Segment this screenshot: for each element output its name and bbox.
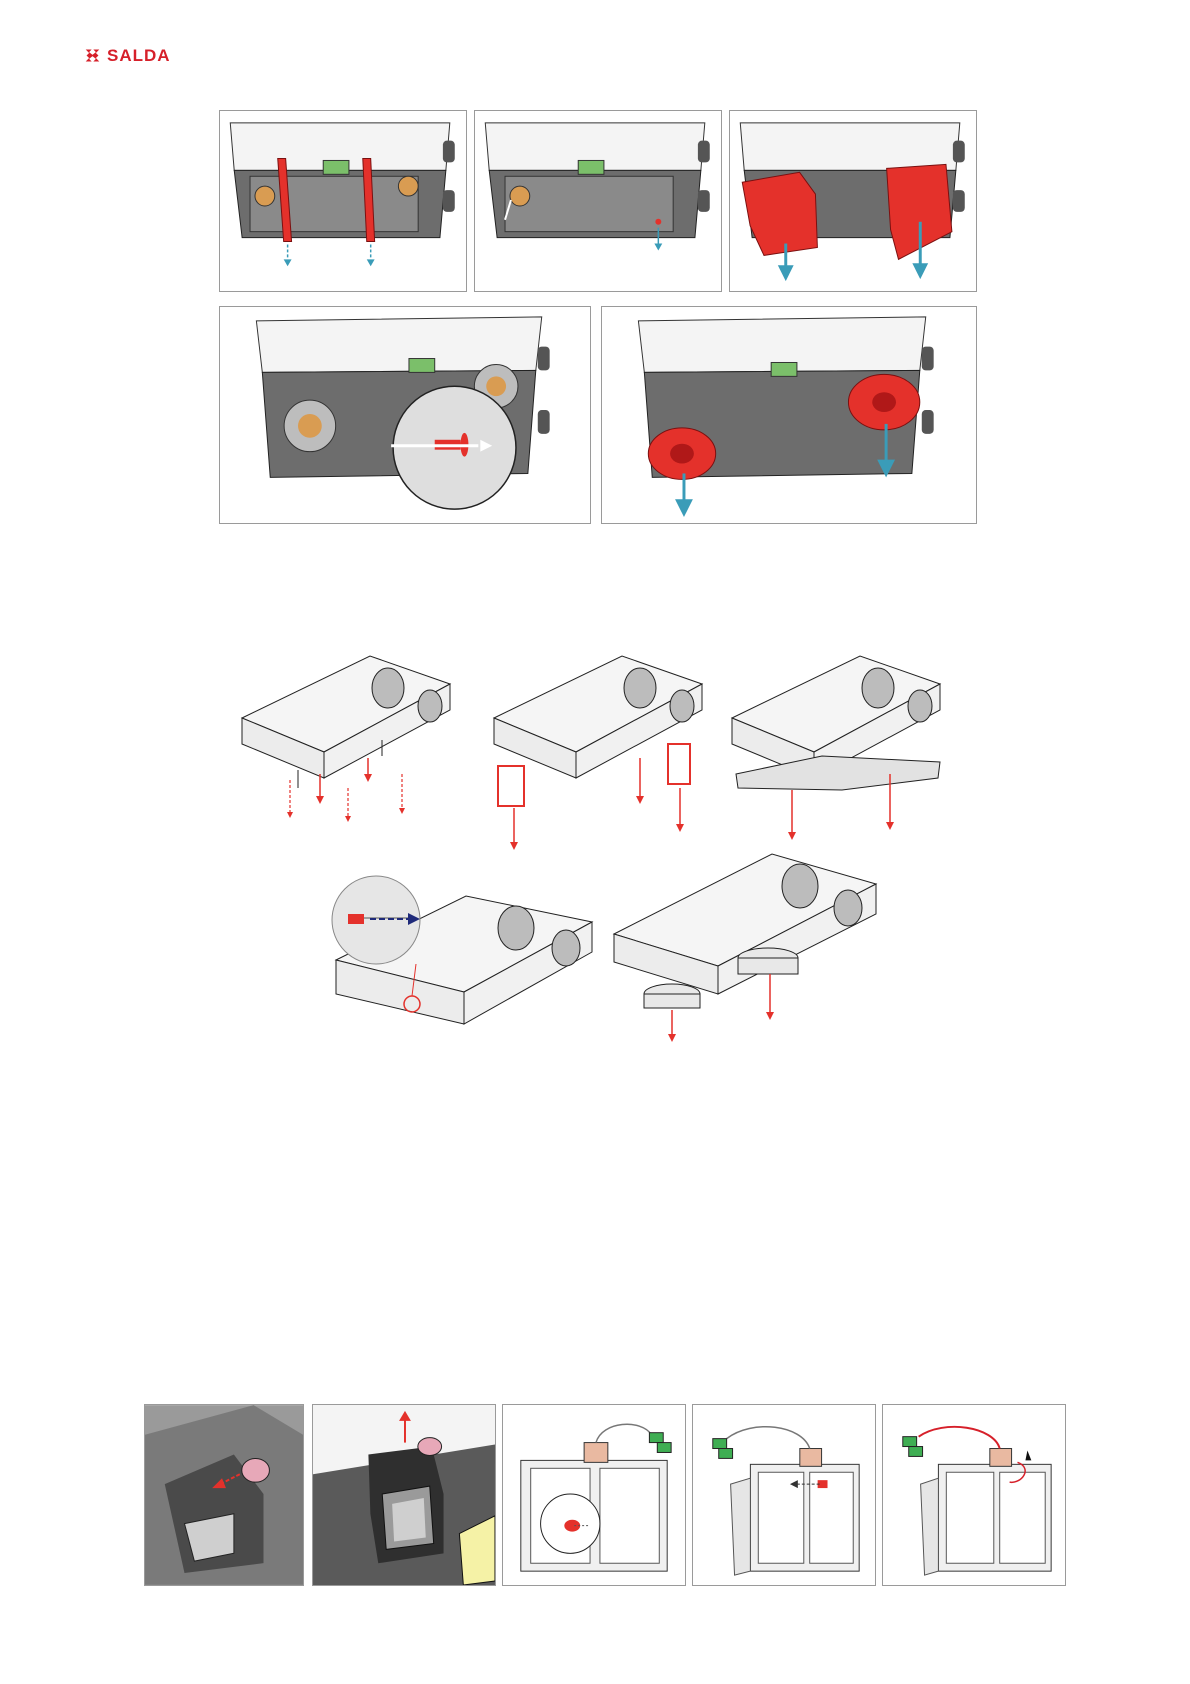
brand-name: SALDA <box>107 47 171 64</box>
figure-b3-remove-heat-exchanger <box>722 648 962 854</box>
figure-b4-screw-detail <box>316 874 596 1040</box>
figure-b5-remove-fans <box>604 848 884 1048</box>
connector-icon <box>649 1433 671 1453</box>
figure-c4-release-actuator <box>692 1404 876 1586</box>
connector-icon <box>903 1437 923 1457</box>
figure-a4-screw-detail <box>219 306 591 524</box>
figure-b1-remove-rods <box>232 648 472 828</box>
damper-actuator-icon <box>418 1438 442 1456</box>
figure-b2-remove-filters <box>484 648 724 854</box>
figure-a1-remove-lock-rods <box>219 110 467 292</box>
damper-actuator-icon <box>800 1449 822 1467</box>
salda-logo-icon <box>84 47 101 64</box>
brand-logo: SALDA <box>84 44 174 66</box>
figure-c5-disconnect-cable <box>882 1404 1066 1586</box>
screw-icon <box>655 219 661 225</box>
connector-icon <box>713 1439 733 1459</box>
screw-icon <box>348 914 364 924</box>
damper-actuator-icon <box>584 1443 608 1463</box>
figure-a2-remove-screw <box>474 110 722 292</box>
damper-actuator-icon <box>990 1449 1012 1467</box>
figure-a5-remove-fans <box>601 306 977 524</box>
figure-c2-lift-actuator <box>312 1404 496 1586</box>
figure-c3-actuator-detail <box>502 1404 686 1586</box>
damper-actuator-icon <box>242 1458 270 1482</box>
figure-c1-locate-actuator <box>144 1404 304 1586</box>
figure-a3-remove-fan-housings <box>729 110 977 292</box>
